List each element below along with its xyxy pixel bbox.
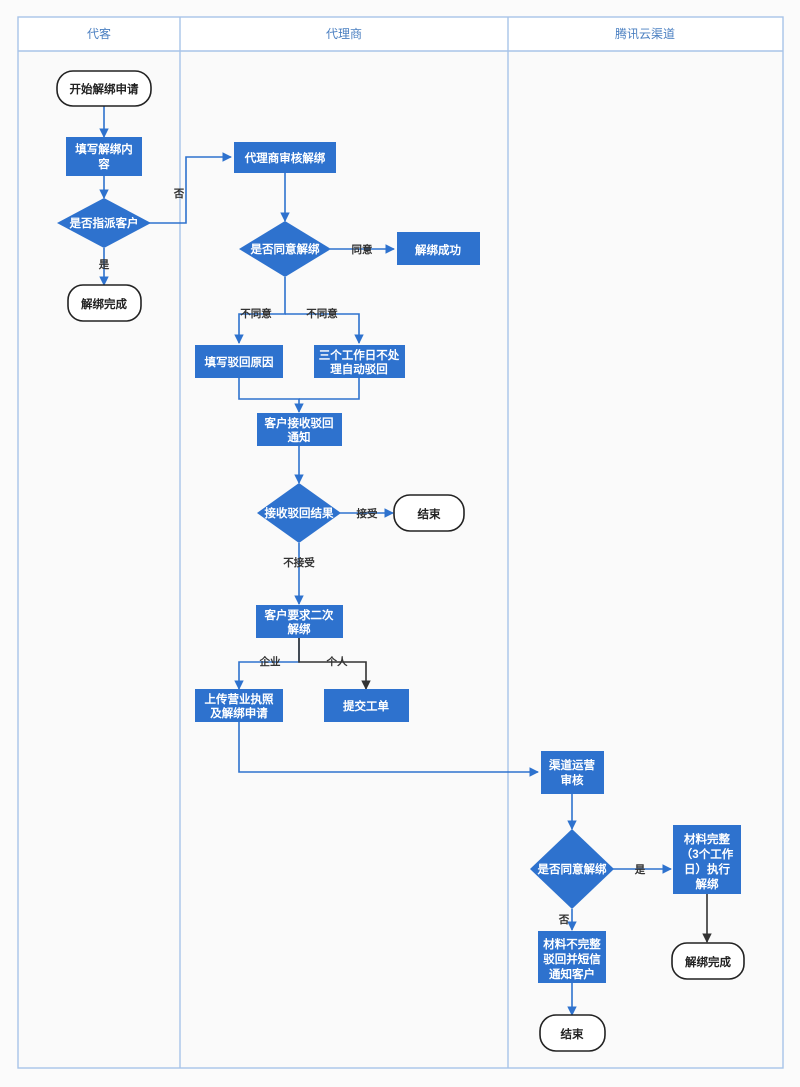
node-label: 解绑完成: [685, 955, 731, 969]
node-start-unbind-application[interactable]: 开始解绑申请: [56, 70, 152, 107]
node-decision-agree-unbind[interactable]: 是否同意解绑: [239, 221, 331, 277]
node-end-tencent[interactable]: 结束: [539, 1014, 606, 1052]
node-agent-review-unbind[interactable]: 代理商审核解绑: [234, 142, 336, 173]
node-label-line2: 理自动驳回: [330, 362, 388, 376]
edge-label-disagree-left: 不同意: [240, 307, 272, 320]
edge-label-no-tencent: 否: [558, 914, 570, 926]
node-label: 开始解绑申请: [70, 82, 139, 96]
node-customer-receive-reject-notice[interactable]: 客户接收驳回 通知: [257, 413, 342, 446]
node-channel-operation-review[interactable]: 渠道运营 审核: [541, 751, 604, 794]
node-label-line2: 及解绑申请: [210, 706, 268, 720]
node-label: 接收驳回结果: [265, 506, 334, 520]
node-decision-receive-reject-result[interactable]: 接收驳回结果: [257, 483, 341, 543]
edge-label-agree: 同意: [352, 243, 373, 256]
node-submit-ticket[interactable]: 提交工单: [324, 689, 409, 722]
edge-label-accept: 接受: [357, 507, 378, 520]
edge-assign-no-to-agent-review: [140, 152, 232, 224]
node-decision-assign-customer[interactable]: 是否指派客户: [57, 198, 151, 248]
edge-upload-to-channel-review: [238, 722, 539, 777]
node-unbind-complete-tencent[interactable]: 解绑完成: [671, 942, 745, 980]
node-label-line1: 填写解绑内: [75, 142, 133, 156]
node-label-line1: 上传营业执照: [205, 692, 274, 706]
node-label: 提交工单: [343, 699, 389, 713]
node-label: 是否同意解绑: [250, 242, 320, 256]
node-label: 是否同意解绑: [537, 862, 607, 876]
node-label: 代理商审核解绑: [244, 151, 326, 165]
lane-header-tencent: 腾讯云渠道: [615, 26, 675, 41]
node-fill-reject-reason[interactable]: 填写驳回原因: [195, 345, 283, 378]
lane-label-customer: 代客: [87, 26, 111, 41]
node-label: 填写驳回原因: [205, 355, 274, 369]
node-end-agent[interactable]: 结束: [393, 494, 465, 532]
node-label: 解绑成功: [415, 243, 461, 257]
node-label-line1: 材料不完整: [543, 937, 601, 951]
node-label-line2: 通知: [288, 430, 311, 444]
edges-layer: [99, 106, 712, 1016]
lane-label-tencent: 腾讯云渠道: [615, 26, 675, 41]
node-label-line1: 材料完整: [684, 832, 730, 846]
edge-disagree-to-auto-reject: [285, 313, 364, 344]
edge-label-enterprise: 企业: [259, 655, 281, 668]
node-label-line2: 驳回并短信: [543, 952, 601, 966]
node-material-incomplete-reject-sms[interactable]: 材料不完整 驳回并短信 通知客户: [538, 931, 606, 983]
lane-header-customer: 代客: [87, 26, 111, 41]
node-label-line3: 日）执行: [684, 862, 730, 876]
node-auto-reject-three-days[interactable]: 三个工作日不处 理自动驳回: [314, 345, 405, 378]
edge-fillreason-to-notice: [238, 378, 304, 413]
node-label: 结束: [560, 1027, 584, 1041]
node-unbind-complete-customer[interactable]: 解绑完成: [67, 284, 142, 322]
node-label: 结束: [417, 507, 441, 521]
node-customer-request-second-unbind[interactable]: 客户要求二次 解绑: [256, 605, 343, 638]
node-label-line1: 客户接收驳回: [264, 416, 334, 430]
edge-disagree-to-fill-reason: [234, 277, 286, 344]
node-label-line2: 解绑: [288, 622, 311, 636]
edge-label-not-accept: 不接受: [283, 556, 315, 569]
node-label-line1: 三个工作日不处: [319, 348, 400, 362]
node-decision-agree-unbind-tencent[interactable]: 是否同意解绑: [530, 829, 614, 909]
node-label-line3: 通知客户: [549, 967, 595, 981]
node-label-line1: 客户要求二次: [264, 608, 334, 622]
node-label-line2: （3个工作: [681, 847, 734, 861]
node-label-line2: 审核: [561, 773, 584, 787]
lane-header-agent: 代理商: [326, 26, 362, 41]
edge-autoreject-to-notice: [299, 378, 360, 400]
edge-label-yes-assign: 是: [98, 259, 110, 271]
node-fill-unbind-content[interactable]: 填写解绑内 容: [66, 137, 142, 176]
node-label: 解绑完成: [81, 297, 127, 311]
edge-label-yes-tencent: 是: [634, 864, 646, 876]
lane-label-agent: 代理商: [326, 26, 362, 41]
node-label: 是否指派客户: [69, 216, 139, 230]
node-upload-business-license[interactable]: 上传营业执照 及解绑申请: [195, 689, 283, 722]
node-unbind-success[interactable]: 解绑成功: [397, 232, 480, 265]
node-label-line4: 解绑: [696, 877, 719, 891]
edge-second-personal-to-ticket: [298, 638, 371, 690]
edge-label-personal: 个人: [326, 655, 348, 668]
edge-labels-layer: 否 是 同意 不同意 不同意 接受 不接受 企业 个人 是 否: [98, 188, 646, 926]
node-label-line2: 容: [97, 157, 110, 171]
node-material-complete-execute-unbind[interactable]: 材料完整 （3个工作 日）执行 解绑: [673, 825, 741, 894]
node-label-line1: 渠道运营: [548, 758, 595, 772]
edge-label-disagree-right: 不同意: [306, 307, 338, 320]
edge-label-no-assign: 否: [173, 188, 185, 200]
